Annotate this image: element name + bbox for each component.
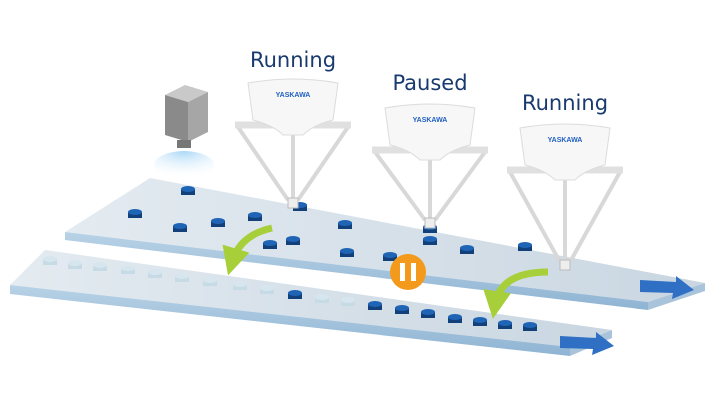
product-box xyxy=(260,285,274,294)
product-box xyxy=(395,305,409,314)
product-box xyxy=(43,256,57,265)
robot-brand-logo: YASKAWA xyxy=(276,92,311,99)
products xyxy=(43,186,537,331)
lower-direction-arrow-icon xyxy=(560,332,614,355)
product-box xyxy=(248,212,262,221)
product-box xyxy=(286,236,300,245)
transfer-arrow-icon xyxy=(483,268,549,319)
product-box xyxy=(121,265,135,274)
delta-robot: YASKAWA xyxy=(507,123,623,271)
product-box xyxy=(460,245,474,254)
upper-direction-arrow-icon xyxy=(640,276,694,299)
product-box xyxy=(340,248,354,257)
product-box xyxy=(423,236,437,245)
product-box xyxy=(368,301,382,310)
product-box xyxy=(518,242,532,251)
product-box xyxy=(473,317,487,326)
product-box xyxy=(93,262,107,271)
product-box xyxy=(181,186,195,195)
product-box xyxy=(288,290,302,299)
pause-icon xyxy=(400,263,405,281)
product-box xyxy=(421,309,435,318)
robot-status-label: Running xyxy=(250,48,336,72)
product-box xyxy=(211,218,225,227)
product-box xyxy=(448,314,462,323)
product-box xyxy=(498,320,512,329)
camera-icon xyxy=(154,85,214,179)
product-box xyxy=(383,252,397,261)
product-box xyxy=(315,294,329,303)
transfer-arrow-icon xyxy=(222,224,273,276)
product-box xyxy=(233,281,247,290)
delta-robot: YASKAWA xyxy=(235,78,351,209)
product-box xyxy=(338,220,352,229)
product-box xyxy=(128,209,142,218)
product-box xyxy=(68,260,82,269)
pause-indicator xyxy=(390,254,426,290)
robot-brand-logo: YASKAWA xyxy=(548,137,583,144)
product-box xyxy=(173,223,187,232)
robot-status-label: Running xyxy=(522,91,608,115)
product-box xyxy=(341,297,355,306)
robot-status-label: Paused xyxy=(392,71,467,95)
product-box xyxy=(175,273,189,282)
delta-robot: YASKAWA xyxy=(372,103,488,229)
robot-brand-logo: YASKAWA xyxy=(413,117,448,124)
product-box xyxy=(203,277,217,286)
product-box xyxy=(523,322,537,331)
product-box xyxy=(148,269,162,278)
product-box xyxy=(263,240,277,249)
